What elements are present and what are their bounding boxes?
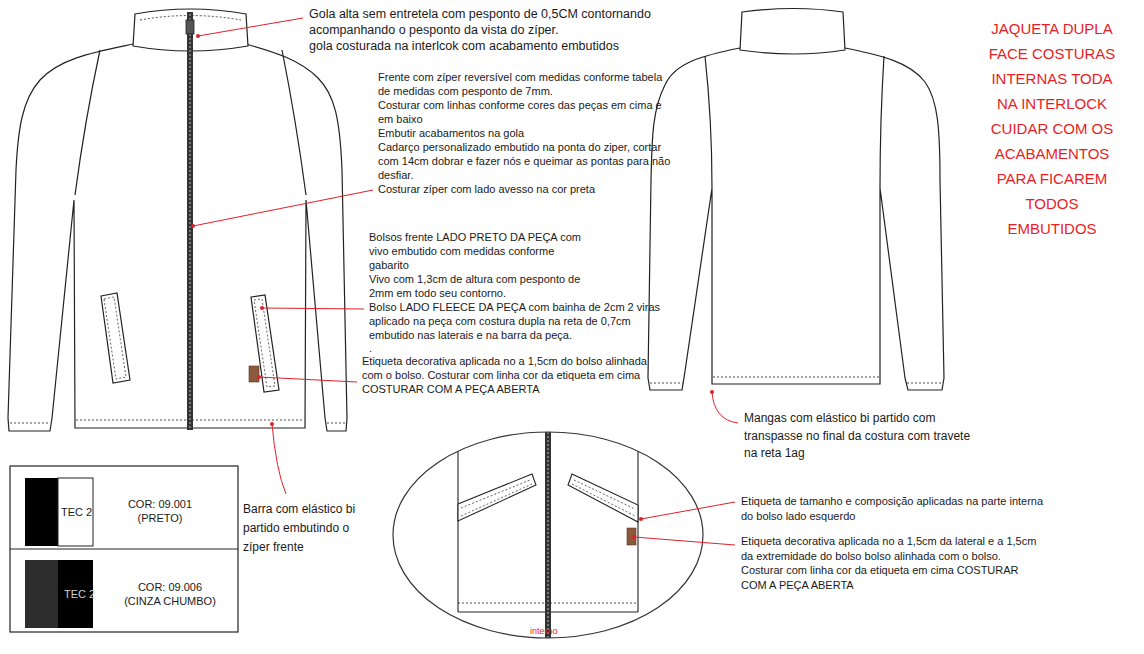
cuff-stitch [907, 383, 943, 384]
leader-line [259, 377, 357, 382]
fabric-code: TEC 2 [64, 588, 96, 601]
legend-swatch [25, 478, 58, 546]
leader-dot [710, 390, 714, 394]
armhole-seam [880, 56, 884, 188]
leader-line [193, 190, 373, 226]
leader-dot [257, 375, 261, 379]
pocket-stitch [572, 480, 635, 516]
leader-line [712, 392, 738, 423]
zipper-teeth [548, 420, 549, 650]
zipper-teeth [190, 14, 191, 428]
leader-dot [639, 517, 643, 521]
legend-swatch [58, 478, 93, 546]
zipper-pull [186, 20, 194, 34]
leader-dot [191, 224, 195, 228]
tag-note: Etiqueta decorativa aplicada no a 1,5cm … [741, 534, 1046, 592]
pocket-note: Bolsos frente LADO PRETO DA PEÇA com viv… [369, 230, 594, 272]
zipper [187, 12, 193, 430]
zipper [545, 420, 551, 650]
leader-dot [270, 422, 274, 426]
cuff-stitch [10, 423, 50, 424]
legend-divider [10, 549, 238, 550]
size-tag-note: Etiqueta de tamanho e composição aplicad… [741, 494, 1046, 523]
leader-line [198, 18, 303, 36]
front-note: Embutir acabamentos na gola [378, 126, 673, 140]
collar-note: Gola alta sem entretela com pesponto de … [309, 6, 719, 38]
front-note: Costurar com linhas conforme cores das p… [378, 98, 673, 126]
zoom-circle [393, 432, 703, 638]
pocket-welt [568, 474, 638, 522]
pocket-welt [101, 293, 130, 383]
leader-dots [191, 34, 714, 539]
pocket-note: Bolso LADO FLEECE DA PEÇA com bainha de … [369, 300, 669, 342]
legend-frame [10, 466, 238, 632]
sleeve-note: Mangas com elástico bi partido com trans… [744, 410, 984, 463]
pocket-note: Vivo com 1,3cm de altura com pesponto de… [369, 272, 594, 300]
leader-line [272, 424, 286, 494]
leader-line [641, 502, 735, 519]
front-note: Costurar zíper com lado avesso na cor pr… [378, 182, 673, 196]
back-jacket [648, 9, 944, 391]
leader-dot [632, 535, 636, 539]
stray-mark: . [369, 342, 389, 354]
leader-line [262, 308, 364, 309]
leader-lines [193, 18, 738, 545]
back-body-outline [648, 48, 944, 390]
armhole-seam [705, 56, 712, 188]
pocket-stitch [461, 480, 532, 516]
leader-dot [260, 306, 264, 310]
front-note: Cadarço personalizado embutido na ponta … [378, 140, 673, 182]
leader-dot [196, 34, 200, 38]
cuff-stitch [650, 383, 683, 384]
front-body-outline [8, 44, 347, 431]
decorative-tag [249, 366, 259, 382]
general-note: JAQUETA DUPLA FACE COSTURAS INTERNAS TOD… [985, 16, 1119, 241]
color-legend-box [10, 466, 238, 632]
legend-text: COR: 09.001 (PRETO) [115, 497, 205, 525]
hem-note: Barra com elástico bi partido embutindo … [243, 500, 371, 557]
legend-swatch [25, 560, 58, 628]
armhole-seam [282, 50, 306, 195]
view-label: interno [530, 626, 580, 637]
fabric-code: TEC 2 [61, 506, 93, 519]
pocket-stitch [104, 297, 126, 379]
leader-line [634, 537, 735, 545]
collar-note: gola costurada na interlcok com acabamen… [309, 38, 719, 54]
pocket-welt [458, 474, 536, 521]
tag-note: Etiqueta decorativa aplicada no a 1,5cm … [362, 354, 662, 396]
front-jacket [8, 9, 347, 431]
legend-text: COR: 09.006 (CINZA CHUMBO) [120, 580, 220, 608]
front-note: Frente com zíper reversível com medidas … [378, 70, 673, 98]
cuff-stitch [327, 423, 346, 424]
zoom-detail [458, 420, 638, 650]
decorative-tag [627, 528, 636, 545]
hem-stitch [713, 377, 879, 378]
back-collar [740, 9, 845, 55]
armhole-seam [75, 50, 100, 195]
